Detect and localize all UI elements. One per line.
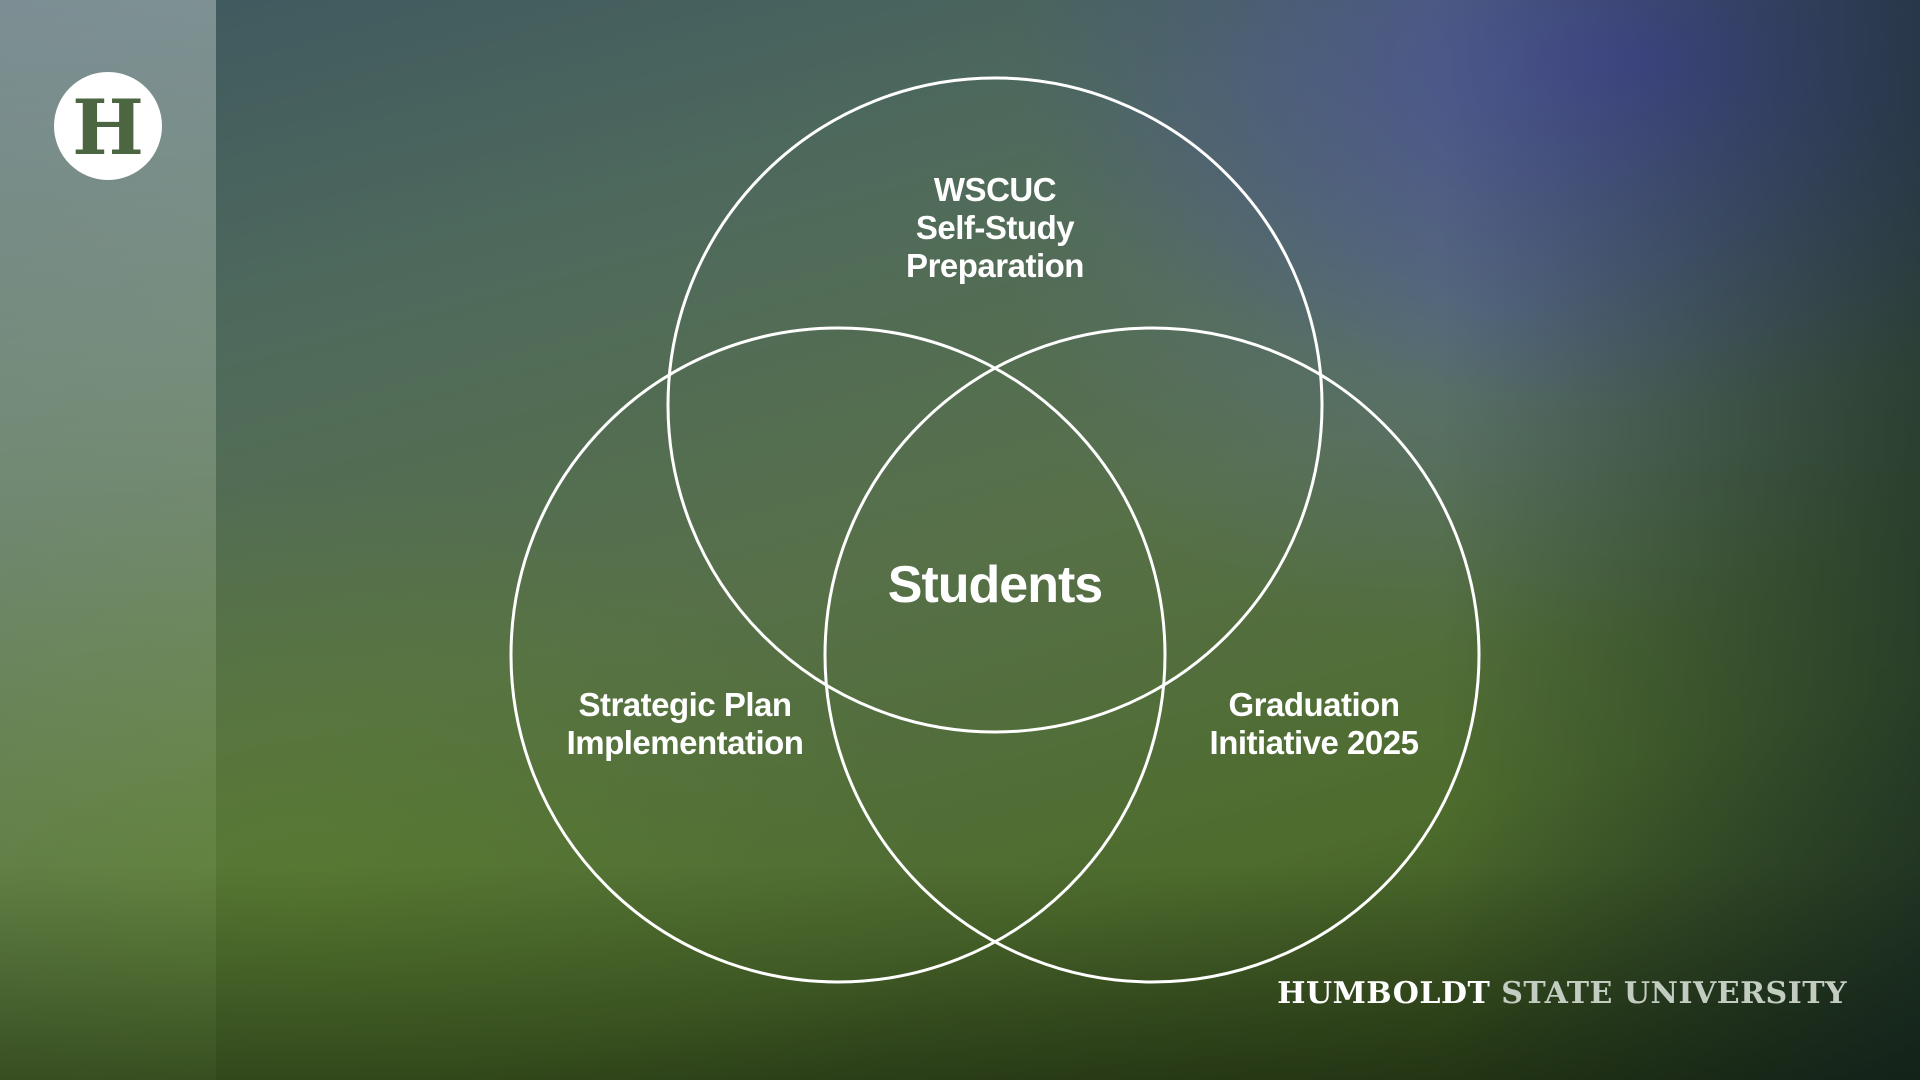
venn-label-right-line-1: Graduation bbox=[1228, 686, 1400, 723]
venn-label-top-line-3: Preparation bbox=[906, 246, 1084, 284]
university-seal-icon: H bbox=[54, 72, 162, 180]
venn-label-left-line-2: Implementation bbox=[566, 723, 804, 761]
sidebar-panel: H bbox=[0, 0, 216, 1080]
venn-label-top: WSCUC Self-Study Preparation bbox=[906, 171, 1084, 285]
wordmark-secondary: STATE UNIVERSITY bbox=[1501, 976, 1847, 1011]
venn-circle-top bbox=[666, 76, 1324, 734]
venn-label-top-line-1: WSCUC bbox=[933, 171, 1057, 208]
logo-letter: H bbox=[72, 83, 144, 172]
venn-label-center: Students bbox=[887, 556, 1103, 616]
venn-label-top-line-2: Self-Study bbox=[915, 208, 1075, 246]
venn-label-left-line-1: Strategic Plan bbox=[578, 686, 792, 723]
venn-center-text: Students bbox=[887, 556, 1103, 614]
venn-label-right: Graduation Initiative 2025 bbox=[1210, 686, 1419, 762]
venn-circle-left bbox=[509, 326, 1167, 984]
venn-label-left: Strategic Plan Implementation bbox=[567, 686, 804, 762]
university-wordmark: HUMBOLDT STATE UNIVERSITY bbox=[1277, 976, 1847, 1011]
venn-circle-right bbox=[823, 326, 1481, 984]
venn-label-right-line-2: Initiative 2025 bbox=[1209, 723, 1419, 761]
wordmark-primary: HUMBOLDT bbox=[1277, 976, 1491, 1011]
